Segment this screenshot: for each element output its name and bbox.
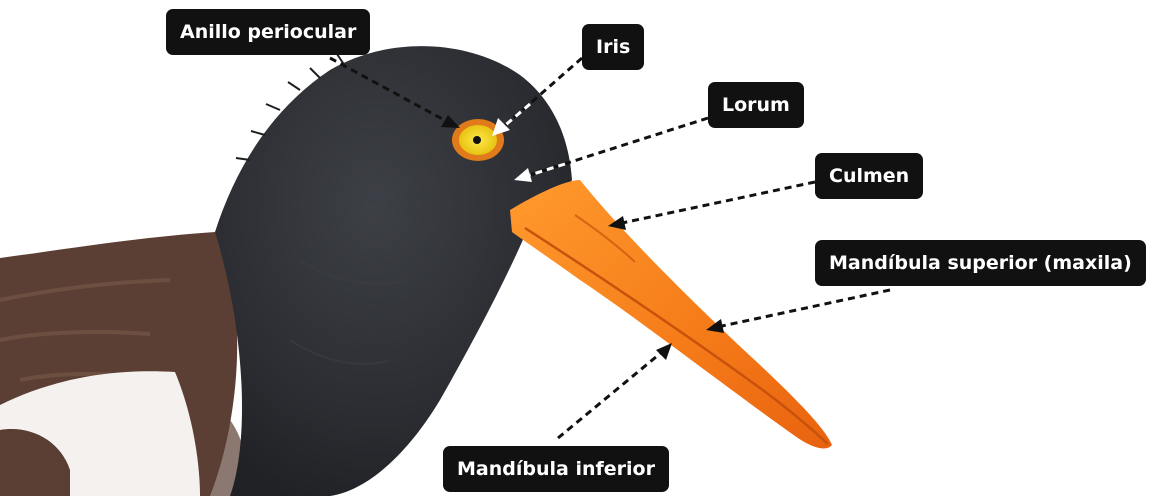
label-mandibula-inferior: Mandíbula inferior — [443, 446, 669, 492]
label-mandibula-superior: Mandíbula superior (maxila) — [815, 240, 1146, 286]
label-lorum: Lorum — [708, 82, 804, 128]
label-anillo-periocular: Anillo periocular — [166, 9, 370, 55]
label-culmen: Culmen — [815, 153, 923, 199]
eye-pupil — [473, 136, 481, 144]
label-iris: Iris — [582, 24, 644, 70]
